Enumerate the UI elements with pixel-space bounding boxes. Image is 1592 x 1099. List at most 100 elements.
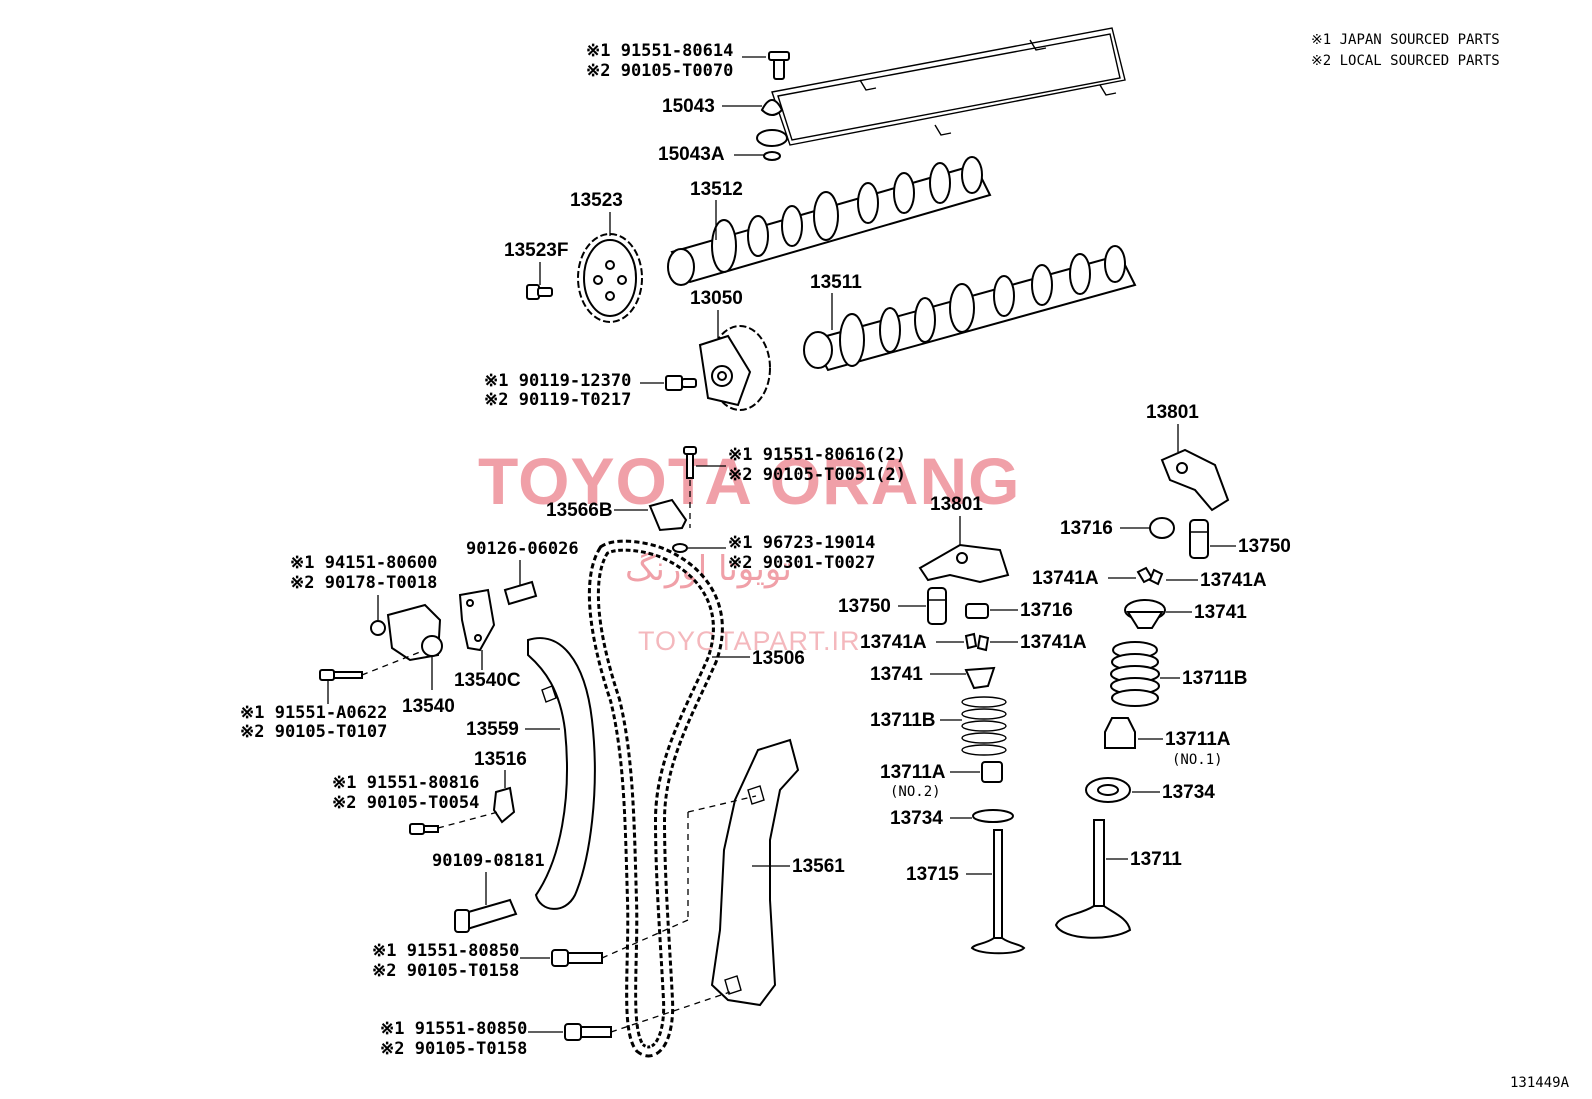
label-90109-08181: 90109-08181 bbox=[432, 851, 545, 871]
label-15043A: 15043A bbox=[658, 144, 725, 165]
vvt-gear-13050 bbox=[698, 325, 771, 411]
chain-guide-13559 bbox=[527, 637, 596, 910]
ref-91551-80850-b: ※1 91551-80850 bbox=[380, 1019, 527, 1039]
ref-91551-A0622: ※1 91551-A0622 bbox=[240, 703, 387, 723]
label-13540C: 13540C bbox=[454, 670, 521, 691]
label-13801: 13801 bbox=[930, 494, 983, 515]
bolt-15043 bbox=[756, 51, 790, 161]
seal-13711A-a bbox=[1104, 717, 1136, 749]
ref-90105-T0107: ※2 90105-T0107 bbox=[240, 722, 387, 742]
ref-91551-80850-a: ※1 91551-80850 bbox=[372, 941, 519, 961]
figure-id: 131449A bbox=[1510, 1075, 1570, 1091]
label-13741A-a: 13741A bbox=[1032, 568, 1099, 589]
label-13741-b: 13741 bbox=[870, 664, 923, 685]
label-13540: 13540 bbox=[402, 696, 455, 717]
gasket-13540C bbox=[458, 588, 496, 652]
label-13523: 13523 bbox=[570, 190, 623, 211]
seal-13711A-b bbox=[981, 761, 1003, 783]
ref-91551-80816: ※1 91551-80816 bbox=[332, 773, 479, 793]
ref-90119-T0217: ※2 90119-T0217 bbox=[484, 390, 631, 410]
bolt-90109 bbox=[454, 898, 518, 933]
label-15043: 15043 bbox=[662, 96, 715, 117]
label-13750-b: 13750 bbox=[838, 596, 891, 617]
bolt-90119 bbox=[665, 375, 697, 391]
ref-94151-80600: ※1 94151-80600 bbox=[290, 553, 437, 573]
ref-90105-T0054: ※2 90105-T0054 bbox=[332, 793, 479, 813]
head-cover-gasket bbox=[771, 27, 1126, 146]
spring-13711B-b bbox=[961, 696, 1007, 756]
sprocket-13523 bbox=[577, 233, 643, 323]
label-13734-a: 13734 bbox=[1162, 782, 1215, 803]
pad-13716-b bbox=[965, 603, 989, 619]
camshaft-13511 bbox=[803, 245, 1137, 372]
label-13741A-b: 13741A bbox=[1200, 570, 1267, 591]
ref-91551-80616: ※1 91551-80616(2) bbox=[728, 445, 906, 465]
retainer-13741-a bbox=[1124, 599, 1166, 629]
timing-chain-13506 bbox=[587, 539, 724, 1058]
ref-90301-T0027: ※2 90301-T0027 bbox=[728, 553, 875, 573]
watermark-url: TOYOTAPART.IR bbox=[638, 626, 861, 656]
lash-adjuster-13750-b bbox=[927, 587, 947, 625]
pad-13716-a bbox=[1149, 517, 1175, 539]
stud-90126 bbox=[503, 580, 538, 606]
valve-13715 bbox=[970, 829, 1026, 955]
ref-90105-T0051: ※2 90105-T0051(2) bbox=[728, 465, 906, 485]
keepers-13741A-b bbox=[964, 632, 990, 652]
label-13750-a: 13750 bbox=[1238, 536, 1291, 557]
label-13559: 13559 bbox=[466, 719, 519, 740]
ref-90105-T0158-b: ※2 90105-T0158 bbox=[380, 1039, 527, 1059]
retainer-13741-b bbox=[964, 666, 996, 690]
legend-japan: ※1 JAPAN SOURCED PARTS bbox=[1311, 32, 1500, 48]
label-13561: 13561 bbox=[792, 856, 845, 877]
bolt-91551-80850-a bbox=[551, 949, 603, 967]
label-13506: 13506 bbox=[752, 648, 805, 669]
label-13512: 13512 bbox=[690, 179, 743, 200]
label-13741-a: 13741 bbox=[1194, 602, 1247, 623]
label-no1: (NO.1) bbox=[1172, 752, 1223, 768]
bolt-91551-80850-b bbox=[564, 1023, 612, 1041]
label-no2: (NO.2) bbox=[890, 784, 941, 800]
ref-96723-19014: ※1 96723-19014 bbox=[728, 533, 875, 553]
label-13516: 13516 bbox=[474, 749, 527, 770]
bolt-91551-A0622 bbox=[319, 669, 363, 681]
camshaft-13512 bbox=[667, 156, 992, 286]
ref-90105-T0158-a: ※2 90105-T0158 bbox=[372, 961, 519, 981]
valve-13711 bbox=[1054, 819, 1132, 939]
label-13711B-b: 13711B bbox=[870, 710, 936, 731]
label-13566B: 13566B bbox=[546, 500, 613, 521]
label-13741A-c: 13741A bbox=[860, 632, 927, 653]
label-13741A-d: 13741A bbox=[1020, 632, 1087, 653]
rocker-arm-13801 bbox=[918, 543, 1010, 584]
label-13715: 13715 bbox=[906, 864, 959, 885]
label-13711: 13711 bbox=[1130, 849, 1182, 870]
tensioner-13540 bbox=[370, 603, 443, 662]
ref-90178-T0018: ※2 90178-T0018 bbox=[290, 573, 437, 593]
label-13734-b: 13734 bbox=[890, 808, 943, 829]
label-90126-06026: 90126-06026 bbox=[466, 539, 579, 559]
washer-13734-b bbox=[972, 809, 1014, 823]
label-13511: 13511 bbox=[810, 272, 862, 293]
label-13711B-a: 13711B bbox=[1182, 668, 1248, 689]
spring-13711B-a bbox=[1110, 641, 1160, 707]
watermark-brand: TOYOTA ORANG bbox=[478, 444, 1020, 518]
ref-90105-T0070: ※2 90105-T0070 bbox=[586, 61, 733, 81]
bolt-91551-80816 bbox=[409, 823, 439, 835]
label-13716-b: 13716 bbox=[1020, 600, 1073, 621]
bolts-13566B bbox=[683, 446, 697, 479]
label-13711A-a: 13711A bbox=[1165, 729, 1231, 750]
ref-91551-80614: ※1 91551-80614 bbox=[586, 41, 733, 61]
legend-local: ※2 LOCAL SOURCED PARTS bbox=[1311, 53, 1500, 69]
label-13801-top: 13801 bbox=[1146, 402, 1199, 423]
ref-90119-12370: ※1 90119-12370 bbox=[484, 371, 631, 391]
bolt-13523F bbox=[526, 284, 553, 300]
rocker-arm-13801-top bbox=[1160, 448, 1230, 512]
keepers-13741A-a bbox=[1136, 566, 1164, 586]
label-13523F: 13523F bbox=[504, 240, 568, 261]
label-13711A-b: 13711A bbox=[880, 762, 946, 783]
label-13716-a: 13716 bbox=[1060, 518, 1113, 539]
washer-13734-a bbox=[1085, 777, 1131, 803]
lash-adjuster-13750-a bbox=[1189, 519, 1209, 559]
bracket-13516 bbox=[492, 786, 516, 824]
label-13050: 13050 bbox=[690, 288, 743, 309]
